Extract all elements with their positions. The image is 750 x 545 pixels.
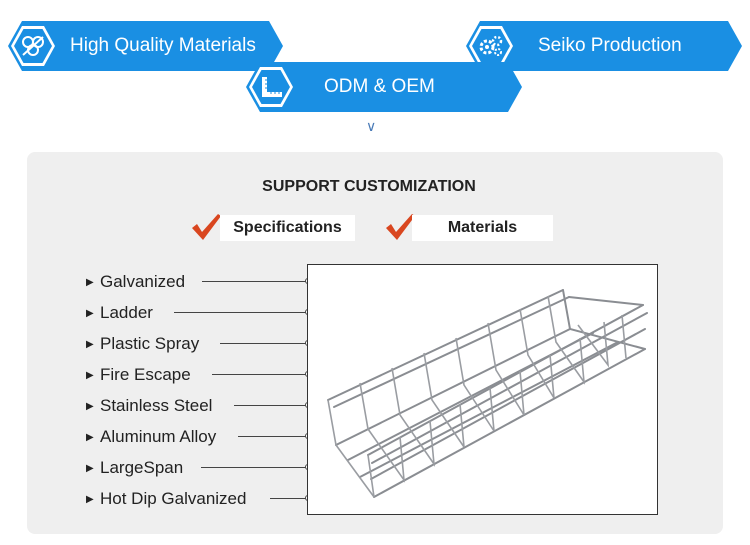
banner-label: Seiko Production xyxy=(538,35,682,56)
banner-label: ODM & OEM xyxy=(324,76,435,97)
option-label: Fire Escape xyxy=(100,365,191,384)
option-label: Ladder xyxy=(100,303,153,322)
tag-specifications: Specifications xyxy=(220,215,355,241)
connector-line xyxy=(201,467,308,468)
connector-line xyxy=(220,343,308,344)
tag-label: Materials xyxy=(447,219,518,236)
bullet-triangle-icon: ▶ xyxy=(86,308,94,319)
option-item: ▶ LargeSpan xyxy=(86,458,183,478)
option-label: Aluminum Alloy xyxy=(100,427,217,446)
connector-line xyxy=(212,374,308,375)
banner-odm-oem: ODM & OEM xyxy=(246,62,522,112)
option-item: ▶ Stainless Steel xyxy=(86,396,212,416)
banner-high-quality-materials: High Quality Materials xyxy=(8,21,283,71)
cable-tray-product-image xyxy=(307,264,658,515)
ruler-icon xyxy=(246,64,296,110)
banner-label: High Quality Materials xyxy=(70,35,256,56)
checkmark-icon xyxy=(192,214,221,240)
option-item: ▶ Plastic Spray xyxy=(86,334,199,354)
connector-line xyxy=(238,436,308,437)
option-label: Galvanized xyxy=(100,272,186,291)
checkmark-icon xyxy=(386,214,415,240)
bullet-triangle-icon: ▶ xyxy=(86,432,94,443)
tag-label: Specifications xyxy=(233,219,342,236)
option-label: Stainless Steel xyxy=(100,396,213,415)
chevron-down-icon: ∨ xyxy=(366,119,377,135)
banner-seiko-production: Seiko Production xyxy=(466,21,742,71)
option-item: ▶ Ladder xyxy=(86,303,153,323)
option-label: Hot Dip Galvanized xyxy=(100,489,247,508)
bullet-triangle-icon: ▶ xyxy=(86,463,94,474)
option-item: ▶ Galvanized xyxy=(86,272,185,292)
bullet-triangle-icon: ▶ xyxy=(86,370,94,381)
gears-icon xyxy=(466,23,516,69)
connector-line xyxy=(270,498,308,499)
bullet-triangle-icon: ▶ xyxy=(86,339,94,350)
connector-line xyxy=(202,281,308,282)
connector-line xyxy=(234,405,308,406)
option-item: ▶ Fire Escape xyxy=(86,365,191,385)
materials-icon xyxy=(8,23,58,69)
option-item: ▶ Hot Dip Galvanized xyxy=(86,489,246,509)
option-label: Plastic Spray xyxy=(100,334,200,353)
bullet-triangle-icon: ▶ xyxy=(86,401,94,412)
connector-line xyxy=(174,312,308,313)
bullet-triangle-icon: ▶ xyxy=(86,277,94,288)
bullet-triangle-icon: ▶ xyxy=(86,494,94,505)
option-item: ▶ Aluminum Alloy xyxy=(86,427,216,447)
section-title: SUPPORT CUSTOMIZATION xyxy=(262,178,476,195)
option-label: LargeSpan xyxy=(100,458,184,477)
tag-materials: Materials xyxy=(412,215,553,241)
